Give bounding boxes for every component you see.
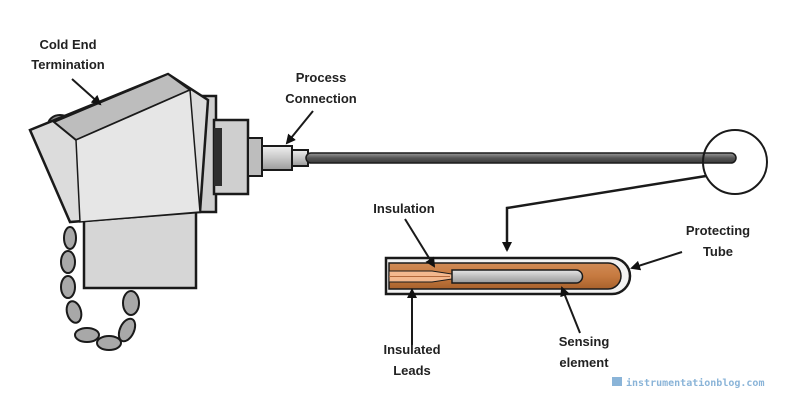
- arrow-protecting-tube: [630, 251, 683, 271]
- label-process-line2: Connection: [285, 91, 357, 106]
- head-cover-face: [75, 88, 201, 223]
- arrow-insulation: [404, 218, 436, 268]
- watermark: instrumentationblog.com: [612, 377, 764, 389]
- fitting-nut-1: [261, 145, 293, 171]
- label-insulation: Insulation: [373, 201, 434, 216]
- sensing-element-rod: [451, 269, 584, 284]
- arrow-sensing-element: [560, 286, 581, 334]
- label-insulated-line2: Leads: [393, 363, 431, 378]
- process-connection-fitting: [261, 145, 309, 171]
- probe-sheath: [305, 152, 737, 164]
- head-thread: [247, 137, 263, 177]
- watermark-text: instrumentationblog.com: [626, 377, 764, 389]
- label-sensing-line1: Sensing: [559, 334, 610, 349]
- label-cold-end-line1: Cold End: [39, 37, 96, 52]
- head-body-lower: [82, 210, 198, 290]
- watermark-logo-icon: [612, 377, 622, 386]
- head-flange-band: [214, 128, 222, 186]
- label-sensing-line2: element: [559, 355, 609, 370]
- label-protecting-line1: Protecting: [686, 223, 750, 238]
- label-protecting-line2: Tube: [703, 244, 733, 259]
- arrow-cold-end: [71, 78, 102, 106]
- chain: [60, 226, 140, 351]
- connection-head: [28, 72, 263, 351]
- label-process-line1: Process: [296, 70, 347, 85]
- sensor-detail: [384, 256, 632, 296]
- zoom-connector-arrow: [502, 174, 707, 252]
- label-cold-end-line2: Termination: [31, 57, 104, 72]
- zoom-circle: [702, 129, 768, 195]
- arrow-process-connection: [285, 110, 314, 145]
- label-insulated-line1: Insulated: [383, 342, 440, 357]
